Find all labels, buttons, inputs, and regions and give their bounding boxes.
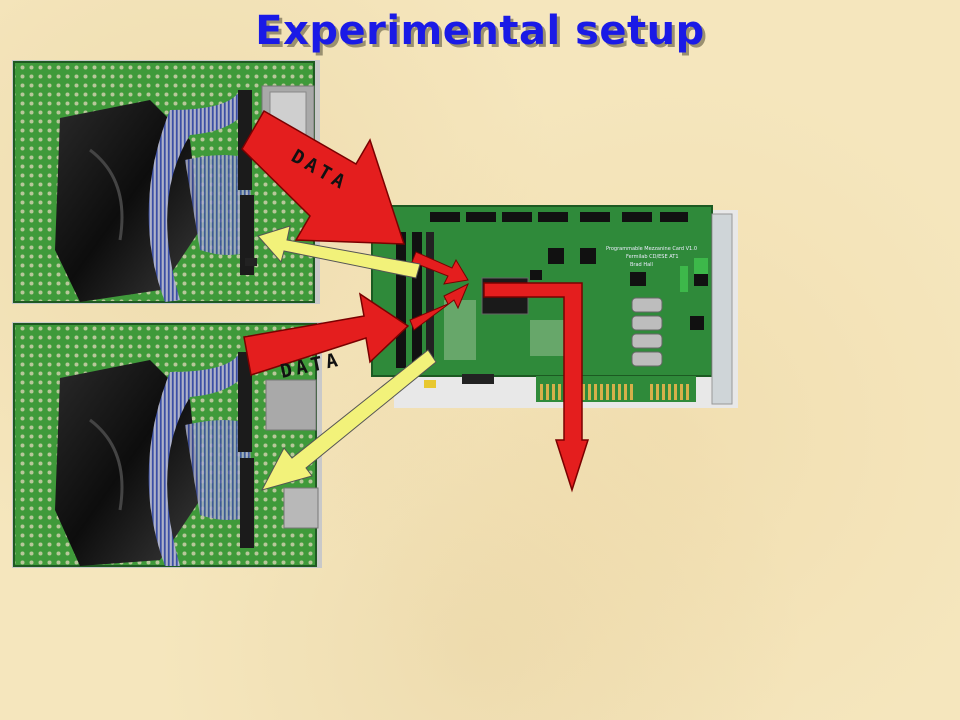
readout-card-photo: Programmable Mezzanine Card V1.0 Fermila…	[371, 205, 738, 408]
data-arrow-bottom-inner	[409, 282, 469, 331]
data-arrow-top-inner	[411, 251, 469, 285]
data-arrow-top	[241, 109, 406, 245]
slide-title: Experimental setup	[255, 8, 705, 54]
return-arrow-top	[257, 225, 421, 279]
data-arrow-bottom	[243, 292, 410, 376]
svg-text:Brad Hall: Brad Hall	[630, 262, 653, 268]
svg-text:Fermilab CD/ESE AT1: Fermilab CD/ESE AT1	[626, 254, 679, 260]
svg-text:Programmable Mezzanine Card V1: Programmable Mezzanine Card V1.0	[606, 246, 697, 252]
detector-board-top-photo	[12, 60, 320, 304]
return-arrow-bottom	[261, 349, 437, 491]
output-arrow-down	[483, 282, 590, 493]
